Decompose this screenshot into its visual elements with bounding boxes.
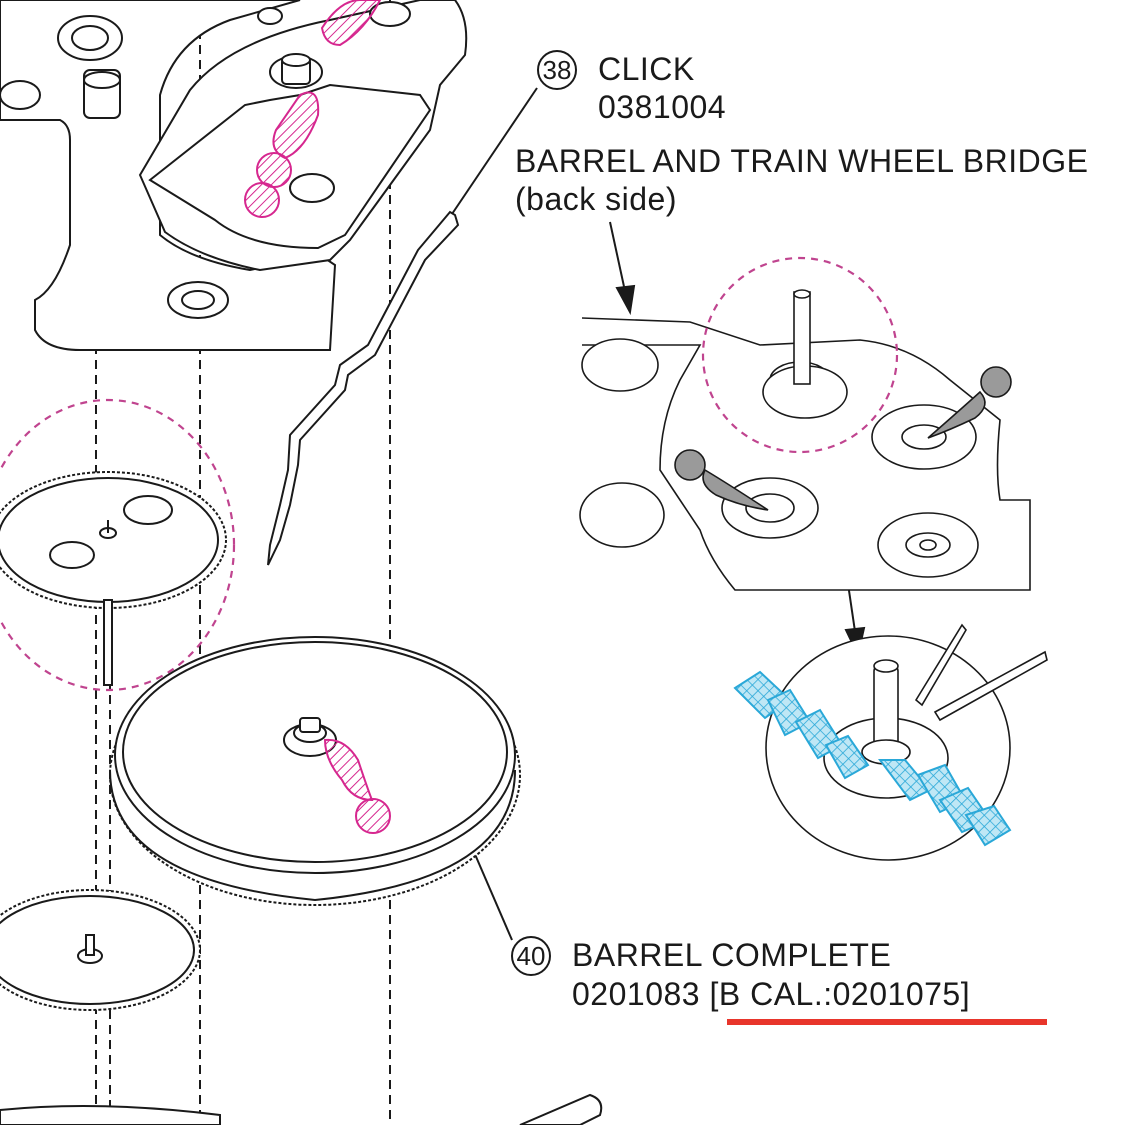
magnify-circle-icon [701,256,899,454]
click-spring-part [267,210,460,566]
grease-hatch-icon [733,670,1012,847]
bridge-label-title: BARREL AND TRAIN WHEEL BRIDGE [515,143,1089,179]
grease-hatch-icon [244,0,382,218]
bridge-label-subtitle: (back side) [515,181,677,217]
barrel-part-code: 0201083 [572,976,701,1012]
click-part-code: 0381004 [598,89,727,125]
callout-38: 38 [537,50,577,90]
alt-code-underline [727,1019,1047,1025]
bridge-back-inset [579,289,1031,591]
fourth-wheel-part [0,471,227,686]
magnify-circle-icon [0,398,236,692]
click-part-name: CLICK [598,51,695,87]
oil-drop-icon [674,449,769,511]
barrel-complete-part [109,636,521,906]
barrel-part-code-line: 0201083 [B CAL.:0201075] [572,975,970,1013]
bottom-fragments [0,1093,603,1125]
oil-drop-icon [927,366,1012,439]
top-left-plate [0,0,337,351]
barrel-part-name: BARREL COMPLETE [572,937,892,973]
grease-hatch-icon [323,738,391,834]
callout-40: 40 [511,936,551,976]
barrel-part-alt-code: [B CAL.:0201075] [709,976,971,1012]
lower-wheel-part [0,889,201,1011]
